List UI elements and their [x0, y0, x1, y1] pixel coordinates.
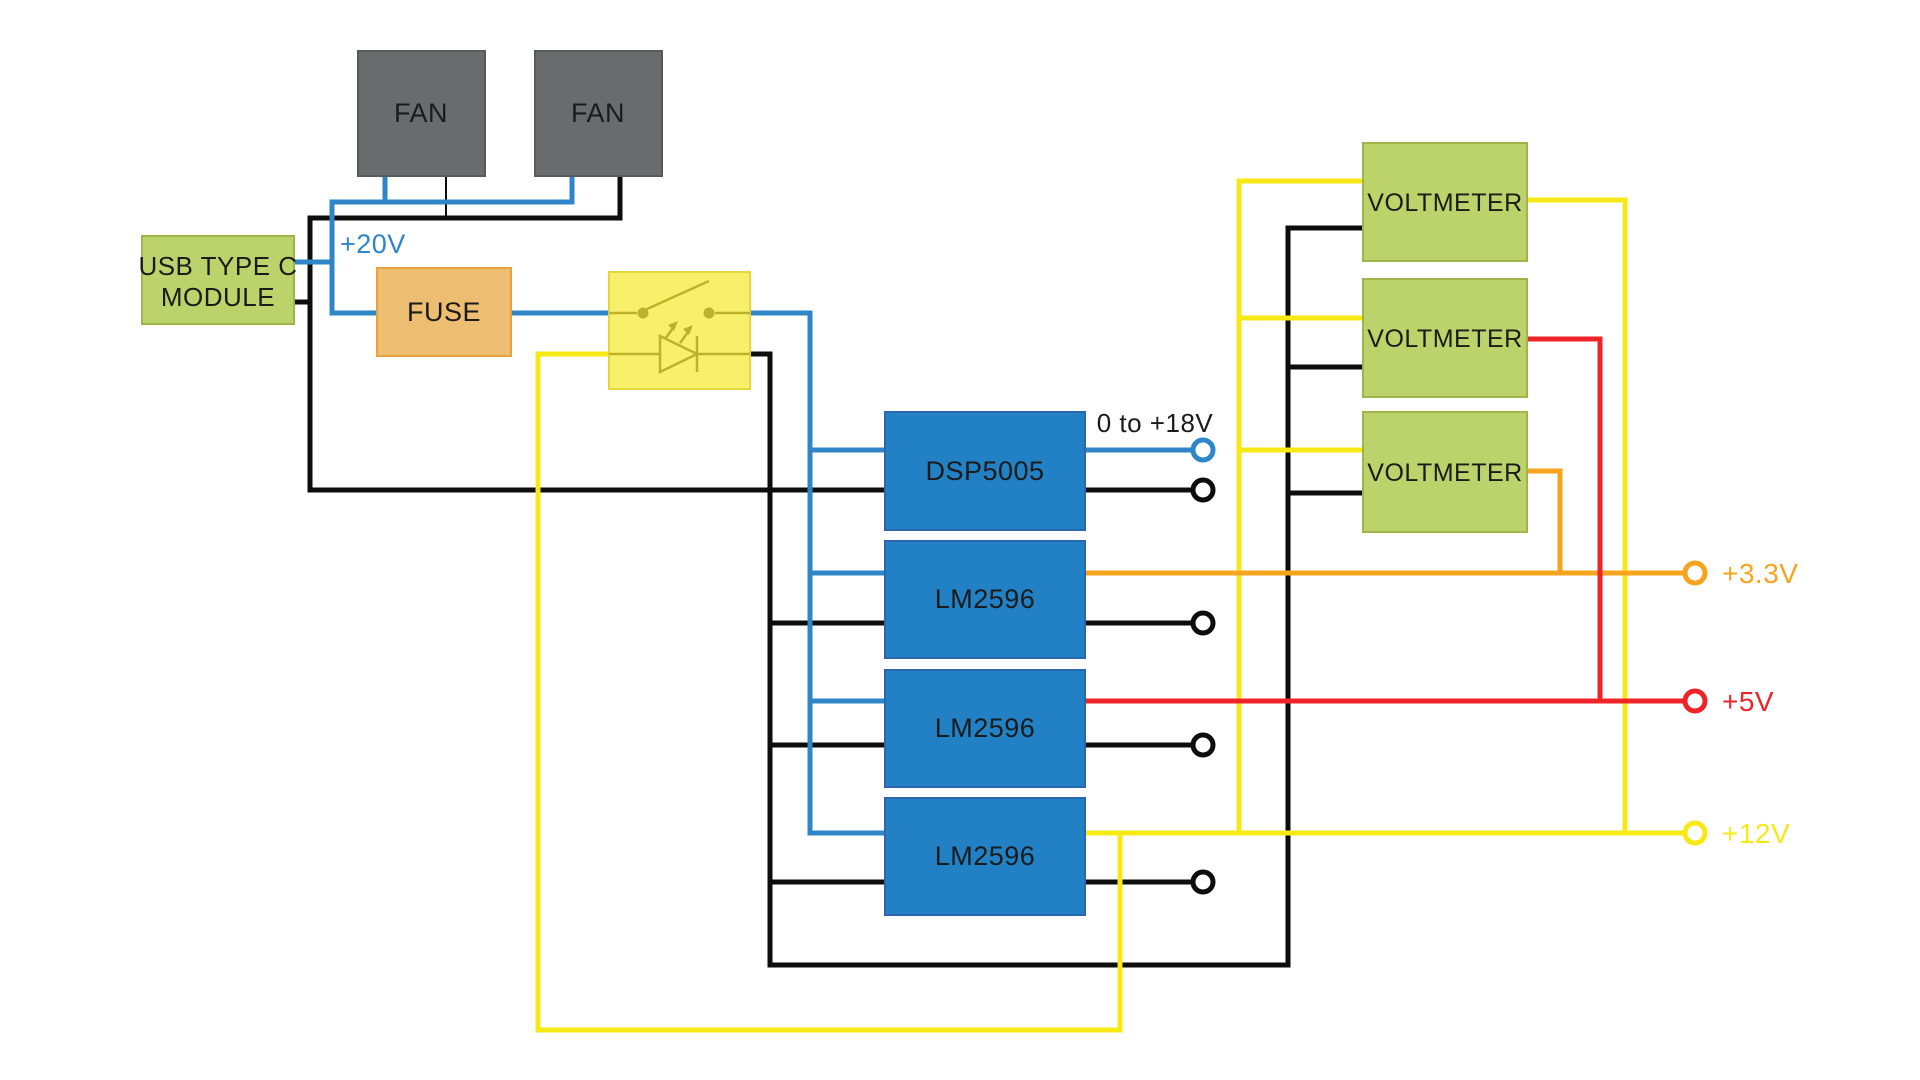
voltmeter-3-label: VOLTMETER: [1367, 459, 1522, 487]
terminal-12v-label: +12V: [1722, 818, 1790, 849]
switch-pole-dot: [637, 307, 649, 319]
voltmeter-1-label: VOLTMETER: [1367, 189, 1522, 217]
wire-ground-bus: [750, 225, 1363, 968]
fan-right-block: [534, 50, 663, 177]
wire-vm1-sense-out: [1527, 197, 1628, 833]
lm2596-1-label: LM2596: [935, 584, 1036, 614]
switch-throw-dot: [703, 307, 715, 319]
rail-5v-wires: [1085, 336, 1685, 704]
voltmeter-2-label: VOLTMETER: [1367, 325, 1522, 353]
wire-labels: +20V +3.3V +5V +12V: [340, 229, 1798, 849]
ground-net-wires: [294, 176, 1363, 968]
lm2596-2-label: LM2596: [935, 713, 1036, 743]
fan-left-label: FAN: [394, 98, 448, 128]
lm2596-3-label: LM2596: [935, 841, 1036, 871]
terminal-dsp-ground: [1190, 477, 1216, 503]
terminal-12v: [1682, 820, 1708, 846]
usb-module-label-line2: MODULE: [161, 282, 275, 312]
lm2596-2-block: [884, 669, 1086, 788]
wire-fan2-ground: [307, 177, 885, 493]
rail-3v3-wires: [1085, 468, 1685, 576]
wire-12v-voltmeter-bus: [1236, 178, 1363, 833]
fan-right-label: FAN: [571, 98, 625, 128]
wire-vm3-sense-out: [1527, 468, 1563, 573]
terminal-3v3-label: +3.3V: [1722, 558, 1798, 589]
fan-left-block: [357, 50, 486, 177]
voltmeter-3-block: [1362, 411, 1528, 533]
voltmeter-1-block: [1362, 142, 1528, 262]
output-terminals: [1190, 437, 1708, 895]
switch-led-symbol: [609, 279, 750, 374]
input-20v-wires: [294, 176, 1193, 836]
terminal-dsp-positive: [1190, 437, 1216, 463]
usb-module-block: [141, 235, 295, 325]
fuse-block: [376, 267, 512, 357]
blocks: [141, 50, 1528, 916]
power-switch-block: [608, 271, 751, 390]
led-emission-arrow-2: [678, 331, 690, 344]
terminal-lm1-ground: [1190, 610, 1216, 636]
lm2596-1-block: [884, 540, 1086, 659]
dsp5005-block: [884, 411, 1086, 531]
input-voltage-label: +20V: [340, 229, 406, 259]
dsp5005-label: DSP5005: [925, 456, 1044, 486]
led-emission-arrow-1: [663, 327, 675, 340]
wire-vm2-sense-out: [1527, 336, 1603, 701]
wire-fan-power-row: [329, 177, 575, 316]
wire-led-return-loop: [535, 351, 1123, 1033]
lm2596-3-block: [884, 797, 1086, 916]
switch-lever: [646, 279, 710, 311]
terminal-3v3: [1682, 560, 1708, 586]
terminal-lm2-ground: [1190, 732, 1216, 758]
block-labels: FAN FAN USB TYPE C MODULE FUSE DSP5005 L…: [138, 98, 1522, 871]
terminal-5v: [1682, 688, 1708, 714]
fuse-label: FUSE: [407, 297, 481, 327]
adjustable-output-label: 0 to +18V: [1097, 408, 1214, 438]
terminal-5v-label: +5V: [1722, 686, 1774, 717]
rail-12v-wires: [535, 178, 1685, 1033]
led-emission-arrowhead-1: [668, 321, 678, 331]
voltmeter-2-block: [1362, 278, 1528, 398]
terminal-lm3-ground: [1190, 869, 1216, 895]
led-emission-arrowhead-2: [683, 325, 693, 335]
usb-module-label-line1: USB TYPE C: [138, 251, 297, 281]
led-triangle-icon: [658, 334, 700, 374]
